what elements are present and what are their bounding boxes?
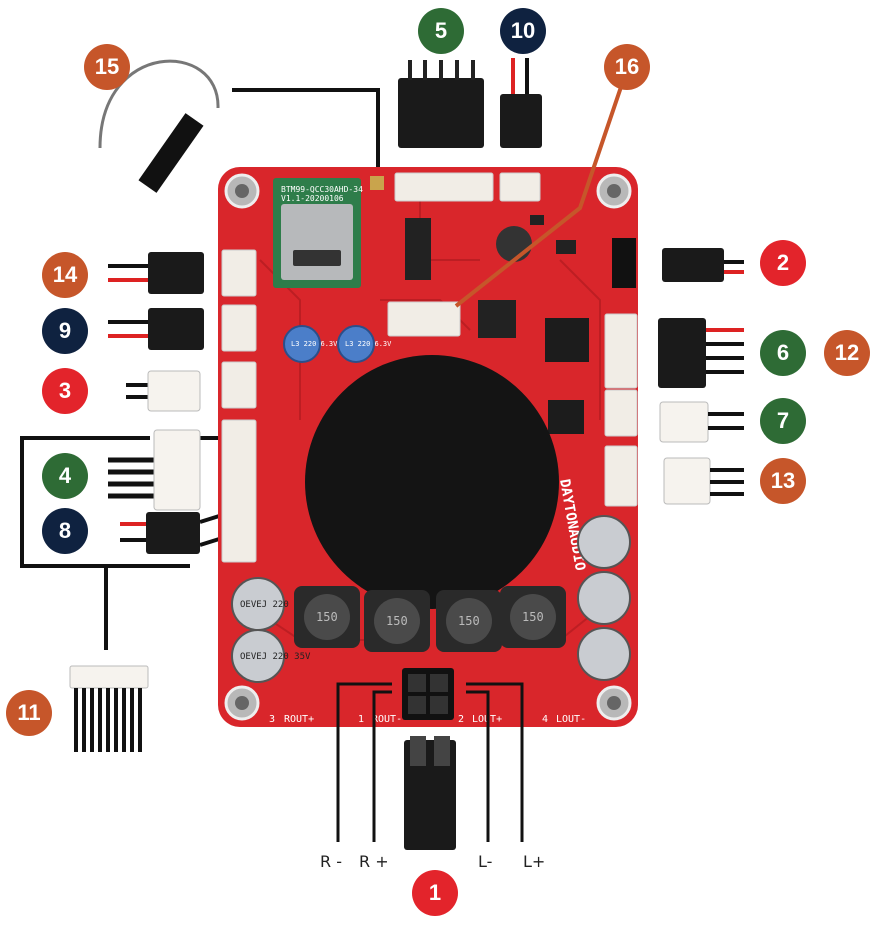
- ic-chip-1: [405, 218, 431, 280]
- antenna-plug: [138, 113, 204, 193]
- board-connector-10: [499, 172, 541, 202]
- cap-small-label-1: L3 220 6.3V: [291, 340, 338, 348]
- callout-16: 16: [604, 44, 650, 90]
- board-connector-13: [604, 445, 638, 507]
- cap-large-label-1: OEVEJ 220 35V: [240, 600, 311, 610]
- inductor-label-3: 150: [458, 614, 480, 628]
- plug-13: [663, 457, 711, 505]
- leader-l-minus: [466, 690, 490, 842]
- board-connector-16: [387, 301, 461, 337]
- callout-3: 3: [42, 368, 88, 414]
- plug-3: [147, 370, 201, 412]
- ic-chip-3: [545, 318, 589, 362]
- bt-module-text-1: BTM99-QCC30AHD-34: [281, 185, 363, 194]
- inductor-label-4: 150: [522, 610, 544, 624]
- pcb-board: BTM99-QCC30AHD-34 V1.1-20200106 L3 220 6…: [218, 167, 638, 727]
- header-pins: [612, 238, 636, 288]
- silk-pin-2: 2: [458, 714, 464, 725]
- large-capacitors-right: [577, 515, 631, 681]
- board-connector-9: [221, 304, 257, 352]
- mounting-holes: [224, 173, 632, 721]
- silk-rout-plus: ROUT+: [284, 714, 314, 725]
- cap-large-label-2: OEVEJ 220 35V: [240, 652, 311, 662]
- silk-pin-1: 1: [358, 714, 364, 725]
- callout-8: 8: [42, 508, 88, 554]
- plug-11: [69, 665, 149, 689]
- callout-2: 2: [760, 240, 806, 286]
- board-connector-7: [604, 389, 638, 437]
- callout-11: 11: [6, 690, 52, 736]
- cap-large-l2: [231, 629, 285, 683]
- plug-5: [398, 78, 484, 148]
- plug-9: [148, 308, 204, 350]
- leader-r-plus: [372, 690, 392, 842]
- plug-2: [662, 248, 724, 282]
- ic-chip-4: [548, 400, 584, 434]
- leader-antenna: [232, 88, 380, 168]
- bluetooth-module: BTM99-QCC30AHD-34 V1.1-20200106: [273, 178, 363, 288]
- external-cables: [69, 58, 744, 850]
- callout-12: 12: [824, 330, 870, 376]
- board-connector-6-12: [604, 313, 638, 389]
- callout-9: 9: [42, 308, 88, 354]
- callout-15: 15: [84, 44, 130, 90]
- bt-module-shield: [281, 204, 353, 280]
- silk-lout-minus: LOUT-: [556, 714, 586, 725]
- callout-13: 13: [760, 458, 806, 504]
- callout-6: 6: [760, 330, 806, 376]
- cap-large-r3: [577, 627, 631, 681]
- callout-14: 14: [42, 252, 88, 298]
- leader-r-minus: [336, 682, 392, 842]
- large-capacitors-left: OEVEJ 220 35V OEVEJ 220 35V: [231, 577, 311, 683]
- board-connector-4-8-11: [221, 419, 257, 563]
- ic-chip-2: [478, 300, 516, 338]
- plug-14: [148, 252, 204, 294]
- cap-large-r2: [577, 571, 631, 625]
- inductors: 150 150 150 150: [294, 586, 566, 652]
- bt-module-text-2: V1.1-20200106: [281, 194, 344, 203]
- terminal-label-r-minus: R -: [320, 852, 342, 871]
- plug-1-speaker: [404, 740, 456, 850]
- antenna-wire: [98, 59, 220, 149]
- silk-rout-minus: ROUT-: [372, 714, 402, 725]
- cap-small-left: [283, 325, 321, 363]
- callout-1: 1: [412, 870, 458, 916]
- terminal-label-r-plus: R +: [359, 852, 389, 871]
- cap-small-right: [337, 325, 375, 363]
- speaker-leaders: [336, 682, 524, 842]
- board-connector-3: [221, 361, 257, 409]
- leader-lines: [20, 88, 380, 650]
- leader-l-plus: [466, 682, 524, 842]
- board-connector-5: [394, 172, 494, 202]
- inductor-label-1: 150: [316, 610, 338, 624]
- small-capacitors: L3 220 6.3V L3 220 6.3V: [283, 325, 392, 363]
- silk-pin-3: 3: [269, 714, 275, 725]
- cap-small-label-2: L3 220 6.3V: [345, 340, 392, 348]
- antenna-connector: [370, 176, 384, 190]
- cap-large-r1: [577, 515, 631, 569]
- inductor-label-2: 150: [386, 614, 408, 628]
- inductor-small: [496, 226, 532, 262]
- plug-8: [146, 512, 200, 554]
- callout-7: 7: [760, 398, 806, 444]
- callout-4: 4: [42, 453, 88, 499]
- leader-16: [454, 83, 624, 308]
- plug-4: [153, 429, 201, 511]
- heatsink-disc: [305, 355, 559, 609]
- terminal-label-l-plus: L+: [523, 852, 546, 871]
- silk-pin-4: 4: [542, 714, 548, 725]
- plug-6-12: [658, 318, 706, 388]
- callout-10: 10: [500, 8, 546, 54]
- callout-5: 5: [418, 8, 464, 54]
- plug-7: [659, 401, 709, 443]
- terminal-label-l-minus: L-: [478, 852, 493, 871]
- board-connector-14: [221, 249, 257, 297]
- plug-10: [500, 94, 542, 148]
